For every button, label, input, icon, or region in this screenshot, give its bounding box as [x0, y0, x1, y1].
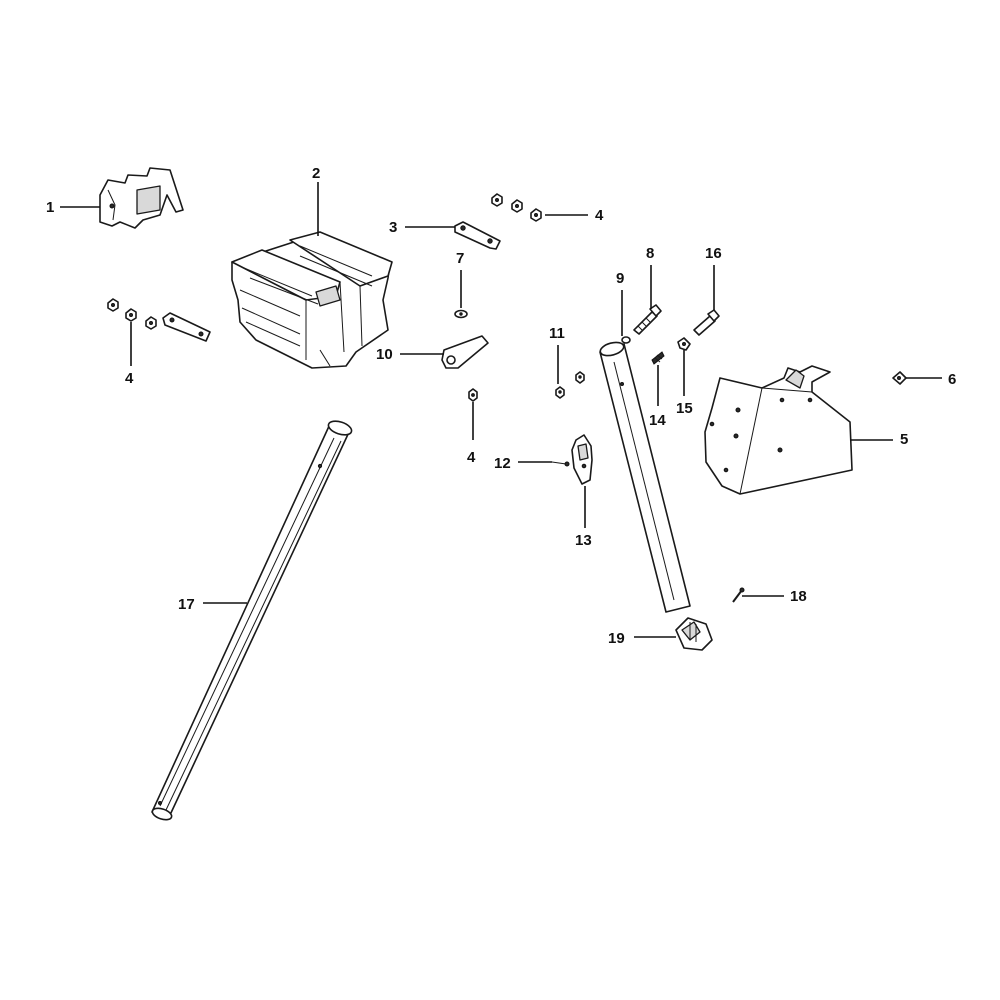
callout-7: 7 — [456, 250, 464, 267]
part-12-pin — [551, 461, 570, 467]
part-17-long-tube — [151, 420, 353, 821]
callout-19: 19 — [608, 630, 625, 647]
callout-16: 16 — [705, 245, 722, 262]
part-13-latch — [571, 434, 593, 485]
callout-8: 8 — [646, 245, 654, 262]
vertical-tube — [599, 341, 691, 613]
callout-15: 15 — [676, 400, 693, 417]
callout-3: 3 — [389, 219, 397, 236]
part-4-bolt-bottom — [468, 388, 478, 402]
callout-5: 5 — [900, 431, 908, 448]
part-5-housing — [704, 365, 853, 495]
callout-11: 11 — [549, 325, 565, 342]
callout-9: 9 — [616, 270, 624, 287]
part-10-angle-plate — [441, 335, 489, 369]
callout-1: 1 — [46, 199, 54, 216]
part-8-bolt — [633, 304, 662, 335]
part-14-spring — [651, 351, 665, 365]
part-15-screw — [677, 337, 691, 351]
part-19-foot-cap — [675, 617, 713, 651]
part-16-bolt — [693, 309, 720, 336]
callout-12: 12 — [494, 455, 511, 472]
part-7-washer — [454, 309, 468, 319]
callout-17: 17 — [178, 596, 195, 613]
part-2-main-block — [231, 231, 393, 369]
callout-18: 18 — [790, 588, 807, 605]
callout-4a: 4 — [595, 207, 604, 224]
callout-10: 10 — [376, 346, 393, 363]
part-9-washer — [621, 336, 631, 344]
callout-13: 13 — [575, 532, 592, 549]
part-4-nuts-left — [107, 298, 211, 342]
part-6-screw — [892, 371, 907, 385]
part-18-pin — [732, 587, 745, 603]
callout-6: 6 — [948, 371, 956, 388]
callout-14: 14 — [649, 412, 666, 429]
part-3-plate — [454, 221, 501, 250]
part-4-nuts-top — [491, 193, 542, 222]
part-11-nuts — [555, 371, 585, 399]
part-1-bracket — [99, 167, 184, 229]
callout-4c: 4 — [467, 449, 476, 466]
callout-2: 2 — [312, 165, 320, 182]
callout-4b: 4 — [125, 370, 134, 387]
